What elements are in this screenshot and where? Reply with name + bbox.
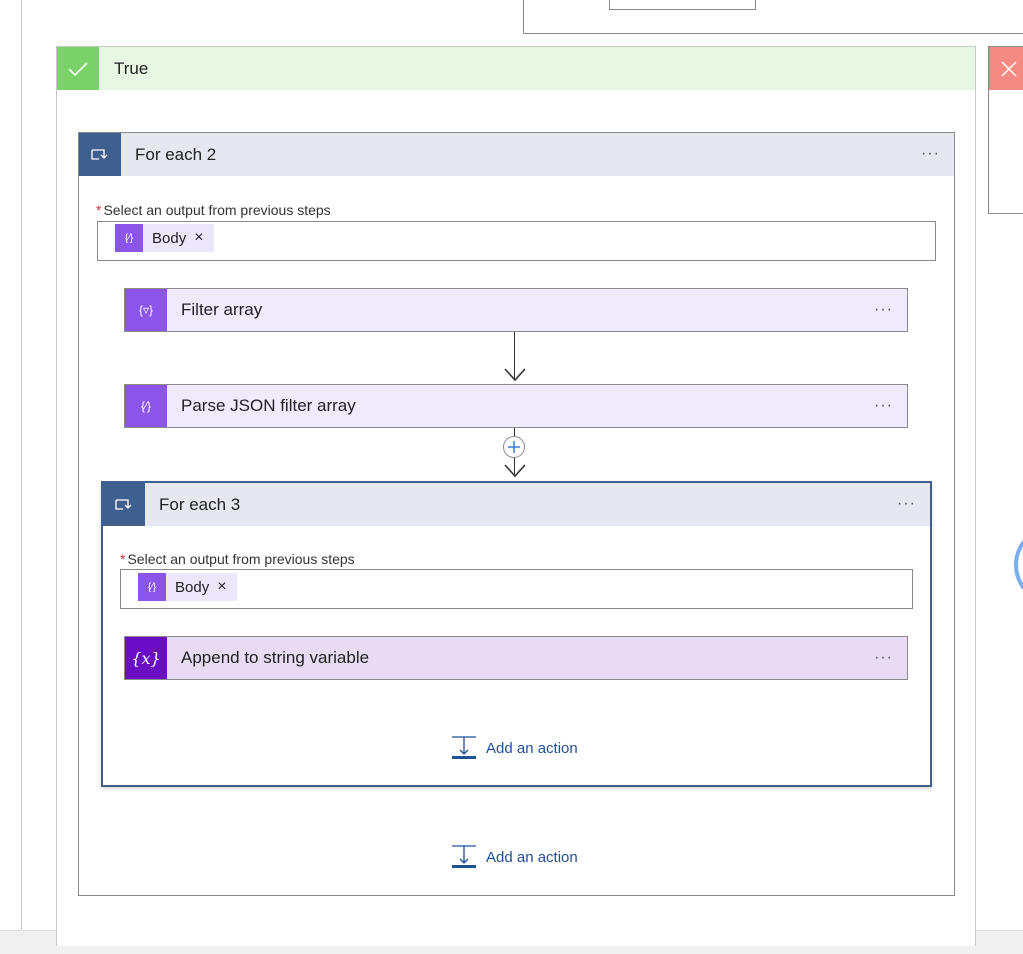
filter-array-action[interactable]: {▿} Filter array [124, 288, 908, 332]
parse-json-title: Parse JSON filter array [181, 396, 356, 415]
remove-token-icon[interactable]: × [217, 578, 227, 595]
add-action-label: Add an action [486, 848, 578, 866]
for-each-2-header[interactable] [79, 133, 954, 176]
append-variable-more-button[interactable]: ··· [874, 649, 893, 666]
filter-array-more-button[interactable]: ··· [874, 301, 893, 318]
true-branch-label: True [114, 59, 149, 78]
for-each-2-title: For each 2 [135, 145, 217, 164]
condition-card [523, 0, 1023, 34]
checkmark-icon [57, 47, 99, 90]
append-variable-title: Append to string variable [181, 648, 370, 667]
required-mark: * [96, 202, 102, 218]
for-each-3-scope [101, 481, 932, 787]
arrow-down-icon [504, 368, 526, 382]
add-action-button[interactable]: Add an action [450, 735, 578, 761]
body-token-label: Body [175, 578, 210, 596]
filter-array-icon: {▿} [125, 289, 167, 331]
condition-value-field[interactable] [609, 0, 756, 10]
for-each-2-select-label: *Select an output from previous steps [96, 202, 331, 218]
parse-json-icon: {⁄} [125, 385, 167, 427]
parse-json-icon: {⁄} [138, 573, 166, 601]
for-each-3-output-input[interactable] [120, 569, 913, 609]
body-token-label: Body [152, 229, 187, 247]
for-each-2-more-button[interactable]: ··· [921, 145, 940, 162]
for-each-3-more-button[interactable]: ··· [897, 495, 916, 512]
select-label-text: Select an output from previous steps [127, 551, 355, 567]
body-token[interactable]: {⁄} Body × [138, 573, 237, 601]
canvas-left-divider [21, 0, 22, 930]
for-each-3-title: For each 3 [159, 495, 241, 514]
for-each-3-select-label: *Select an output from previous steps [120, 551, 355, 567]
required-mark: * [120, 551, 126, 567]
body-token[interactable]: {⁄} Body × [115, 224, 214, 252]
parse-json-action[interactable]: {⁄} Parse JSON filter array [124, 384, 908, 428]
add-action-label: Add an action [486, 739, 578, 757]
close-icon [989, 47, 1023, 90]
variable-icon: {x} [125, 637, 167, 679]
true-branch-header[interactable] [57, 47, 975, 90]
add-action-button[interactable]: Add an action [450, 844, 578, 870]
select-label-text: Select an output from previous steps [103, 202, 331, 218]
parse-json-more-button[interactable]: ··· [874, 397, 893, 414]
for-each-2-output-input[interactable] [97, 221, 936, 261]
loop-icon [103, 483, 145, 526]
loop-icon [79, 133, 121, 176]
parse-json-icon: {⁄} [115, 224, 143, 252]
add-action-icon [452, 845, 476, 868]
arrow-down-icon [504, 464, 526, 478]
side-arc-decoration [1014, 525, 1023, 605]
remove-token-icon[interactable]: × [194, 229, 204, 246]
connector-line [514, 332, 515, 380]
filter-array-title: Filter array [181, 300, 263, 319]
insert-step-button[interactable] [503, 436, 525, 458]
append-to-string-variable-action[interactable]: {x} Append to string variable [124, 636, 908, 680]
for-each-3-header[interactable] [103, 483, 930, 526]
add-action-icon [452, 736, 476, 759]
